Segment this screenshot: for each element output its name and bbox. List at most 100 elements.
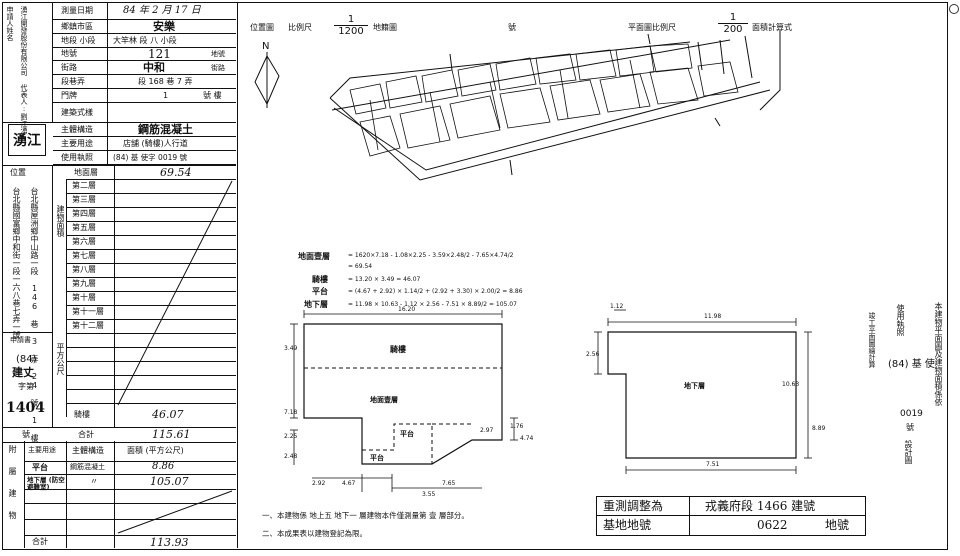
floor-row-divider — [66, 193, 236, 194]
floor-label: 第十層 — [72, 293, 96, 302]
floor-row-divider — [66, 403, 236, 404]
calc-ground-result: = 69.54 — [348, 263, 373, 270]
floor-row-divider — [66, 361, 236, 362]
cadastral-map — [329, 30, 781, 181]
location-label: 位置 — [10, 168, 26, 177]
annex-table: 附屬建物 主要用途 主體構造 面積 (平方公尺) 平台 鋼筋混凝土 8.86 地… — [2, 441, 236, 548]
lot-value: 121 — [148, 47, 171, 61]
note-line-3: (84) 基 使 — [888, 359, 935, 370]
lot-label: 地號 — [61, 49, 77, 58]
note-line-5: 號 — [906, 423, 914, 432]
floor-row-divider — [66, 179, 236, 180]
dim-label: 1.12 — [610, 303, 624, 310]
annex-row-structure: 〃 — [90, 477, 98, 486]
road-label: 街路 — [61, 63, 77, 72]
floor-label: 第七層 — [72, 251, 96, 260]
floor-label: 第四層 — [72, 209, 96, 218]
road-value: 中和 — [143, 61, 165, 74]
certification-notes: 本建物平面圖及建物面積係依 使用執照 (84) 基 使 0019 號 竣工平面圖… — [862, 300, 944, 500]
footer-note-1: 一、本建物係 地上五 地下一 層建物本件僅測量第 壹 層部分。 — [262, 511, 469, 520]
permit-code: 建丈 — [12, 366, 34, 379]
total-label: 合計 — [78, 430, 94, 439]
dim-label: 3.55 — [422, 491, 436, 498]
north-label: N — [262, 41, 270, 52]
scale-fraction: 1 1200 — [334, 14, 368, 37]
annex-total-label: 合計 — [32, 537, 48, 546]
floor-row-divider — [66, 263, 236, 264]
floor-rows: 第二層第三層第四層第五層第六層第七層第八層第九層第十層第十一層第十二層 — [2, 165, 236, 427]
dim-label: 2.48 — [284, 453, 298, 460]
scale-num: 1 — [334, 14, 368, 26]
annex-total-value: 113.93 — [150, 536, 189, 549]
dim-label: 2.92 — [312, 480, 326, 487]
floor-row-divider — [66, 375, 236, 376]
calc-arcade-formula: = 13.20 × 3.49 = 46.07 — [348, 276, 421, 283]
structure-value: 鋼筋混凝土 — [138, 123, 193, 136]
applicant-column: 申請人姓名 湧江開發股份有限公司 代表人:劉江湧 — [2, 2, 53, 134]
floor-label: 第八層 — [72, 265, 96, 274]
applicant-num-label: 申請書 — [10, 336, 31, 344]
ground-room-label: 地面壹層 — [370, 395, 398, 404]
base-lot-value: 0622 — [757, 518, 788, 532]
annex-label: 附屬建物 — [8, 445, 17, 533]
map-label: 地籍圖 — [373, 23, 397, 32]
basement-room-label: 地下層 — [684, 381, 705, 390]
annex-header-structure: 主體構造 — [72, 446, 104, 455]
dim-label: 4.74 — [520, 435, 534, 442]
survey-date-label: 測量日期 — [61, 6, 93, 15]
annex-row-area: 8.86 — [152, 461, 175, 472]
calc-ground-label: 地面壹層 — [298, 252, 330, 261]
annex-row-use: 地下層 (防空避難室) — [27, 476, 65, 491]
floorplan-scale-den: 200 — [723, 24, 743, 35]
dim-label: 7.51 — [706, 461, 720, 468]
void-strike — [117, 180, 233, 406]
scale-den: 1200 — [338, 26, 364, 37]
dim-label: 2.25 — [284, 433, 298, 440]
calc-ground-formula: = 1620×7.18 - 1.08×2.25 - 3.59×2.48/2 - … — [348, 252, 514, 259]
district-label: 鄉鎮市區 — [61, 22, 93, 31]
note-line-1: 本建物平面圖及建物面積係依 — [934, 302, 943, 406]
annex-header-area: 面積 (平方公尺) — [127, 446, 184, 455]
arcade-value: 46.07 — [152, 408, 184, 421]
platform-room-label: 平台 — [400, 429, 414, 438]
scale-label: 比例尺 — [288, 23, 312, 32]
dim-label: 3.49 — [284, 345, 298, 352]
survey-date-value: 84 年 2 月 17 日 — [123, 5, 201, 16]
floor-label: 第二層 — [72, 181, 96, 190]
annex-row-area: 105.07 — [150, 475, 189, 488]
floorplan-scale-fraction: 1 200 — [718, 12, 748, 35]
floor-label: 第六層 — [72, 237, 96, 246]
company-seal: 湧江 — [8, 124, 46, 156]
arcade-label: 騎樓 — [74, 410, 90, 419]
permit-block: 申請書 (84) 建丈 字第 1404 — [2, 332, 52, 428]
permit-word: 字第 — [18, 382, 34, 391]
footer-note-2: 二、本成果表以建物登記為限。 — [262, 529, 367, 538]
floor-row-divider — [66, 277, 236, 278]
address-value: 台北縣屋洲鄉中山路一段 146 巷 3 弄 24 號 1 樓 — [30, 187, 39, 442]
area-group-label: 平方公尺 — [56, 343, 65, 375]
section-value: 大竿林 段 八 小段 — [113, 36, 177, 45]
dim-label: 7.65 — [442, 480, 456, 487]
section-label: 地段 小段 — [61, 36, 96, 45]
dim-label: 16.20 — [398, 306, 415, 313]
usage-value: 店舖 (騎樓)人行道 — [123, 139, 188, 148]
dim-label: 11.98 — [704, 313, 721, 320]
structure-label: 主體構造 — [61, 125, 93, 134]
floor-row-divider — [66, 319, 236, 320]
dim-label: 2.56 — [586, 351, 600, 358]
location-map-label: 位置圖 — [250, 23, 274, 32]
floors-section: 位置 地面層 69.54 台北縣國富鄉中和街一段一六八巷七弄一號 台北縣屋洲鄉中… — [2, 165, 236, 442]
floor-label: 第十二層 — [72, 321, 104, 330]
floor-label: 第九層 — [72, 279, 96, 288]
floor-row-divider — [66, 291, 236, 292]
calc-platform-label: 平台 — [312, 287, 328, 296]
permit-suffix: 號 — [22, 430, 30, 439]
number-value: 1 — [163, 91, 169, 100]
floor-label: 第十一層 — [72, 307, 104, 316]
usage-label: 主要用途 — [61, 139, 93, 148]
floor-row-divider — [66, 221, 236, 222]
dim-label: 8.89 — [812, 425, 826, 432]
number-label: 門牌 — [61, 91, 77, 100]
dim-label: 4.67 — [342, 480, 356, 487]
